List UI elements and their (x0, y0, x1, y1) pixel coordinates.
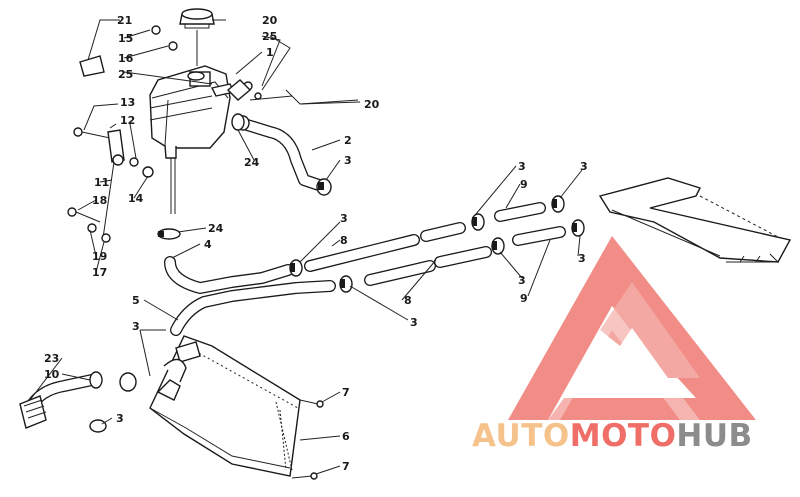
callout-5: 5 (132, 294, 140, 307)
tank-rod (249, 89, 359, 105)
callout-3-h: 3 (578, 252, 586, 265)
tank-outlet-tube (170, 158, 176, 214)
callout-25-left: 25 (118, 68, 133, 81)
callout-3-e: 3 (518, 160, 526, 173)
callout-1: 1 (266, 46, 274, 59)
radiator-cap (179, 8, 215, 66)
callout-3-i: 3 (116, 412, 124, 425)
clamp-24-upper (231, 113, 245, 131)
callout-17: 17 (92, 266, 107, 279)
callout-numbers: 21 15 16 25 20 25 1 20 2 3 24 13 12 14 1… (44, 14, 588, 473)
callout-9-upper: 9 (520, 178, 528, 191)
pipe-8-upper (304, 222, 466, 272)
expansion-tank (149, 65, 236, 159)
callout-9-lower: 9 (520, 292, 528, 305)
watermark-moto: MOTO (570, 418, 677, 454)
callout-21: 20 (364, 98, 380, 111)
watermark-hub: HUB (676, 418, 752, 454)
watermark-auto: AUTO (472, 418, 570, 454)
leader-lines (29, 19, 583, 475)
callout-22: 21 (117, 14, 132, 27)
callout-7-upper: 7 (342, 386, 350, 399)
hardware-fasteners (79, 25, 262, 101)
radiator (149, 335, 301, 477)
callout-13: 13 (120, 96, 135, 109)
heat-exchanger (598, 177, 792, 263)
callout-24-upper: 24 (244, 156, 260, 169)
callout-8-upper: 8 (340, 234, 348, 247)
callout-10: 10 (44, 368, 60, 381)
callout-6: 6 (342, 430, 350, 443)
callout-4: 4 (204, 238, 212, 251)
callout-11: 11 (94, 176, 109, 189)
callout-3-b: 3 (132, 320, 140, 333)
callout-15: 15 (118, 32, 133, 45)
pipe-8-lower (364, 246, 492, 286)
callout-7-lower: 7 (342, 460, 350, 473)
callout-3-g: 3 (518, 274, 526, 287)
callout-19: 19 (92, 250, 107, 263)
callout-12: 12 (120, 114, 135, 127)
callout-14: 14 (128, 192, 144, 205)
callout-3-c: 3 (340, 212, 348, 225)
tank-bracket (67, 127, 154, 243)
clamp-24-lower (157, 228, 181, 240)
callout-18: 18 (92, 194, 107, 207)
callout-3-f: 3 (580, 160, 588, 173)
callout-24-lower: 24 (208, 222, 224, 235)
hose-5 (170, 280, 336, 336)
callout-23: 23 (44, 352, 59, 365)
hose-9-upper (494, 202, 546, 222)
callout-3-a: 3 (344, 154, 352, 167)
callout-2: 2 (344, 134, 352, 147)
bolts-7 (291, 399, 324, 480)
hose-9-lower (512, 226, 566, 246)
callout-16: 16 (118, 52, 134, 65)
watermark-wordmark: AUTOMOTOHUB (472, 418, 753, 454)
hose-4 (164, 256, 294, 294)
callout-20: 20 (262, 14, 278, 27)
clamp-3-hose2 (316, 178, 332, 196)
callout-25-right: 25 (262, 30, 277, 43)
svg-text:AUTOMOTOHUB: AUTOMOTOHUB (472, 418, 753, 454)
sleeve-23 (19, 395, 47, 429)
watermark-logo (508, 236, 756, 420)
callout-3-d: 3 (410, 316, 418, 329)
callout-8-lower: 8 (404, 294, 412, 307)
clamps-3 (89, 195, 585, 433)
